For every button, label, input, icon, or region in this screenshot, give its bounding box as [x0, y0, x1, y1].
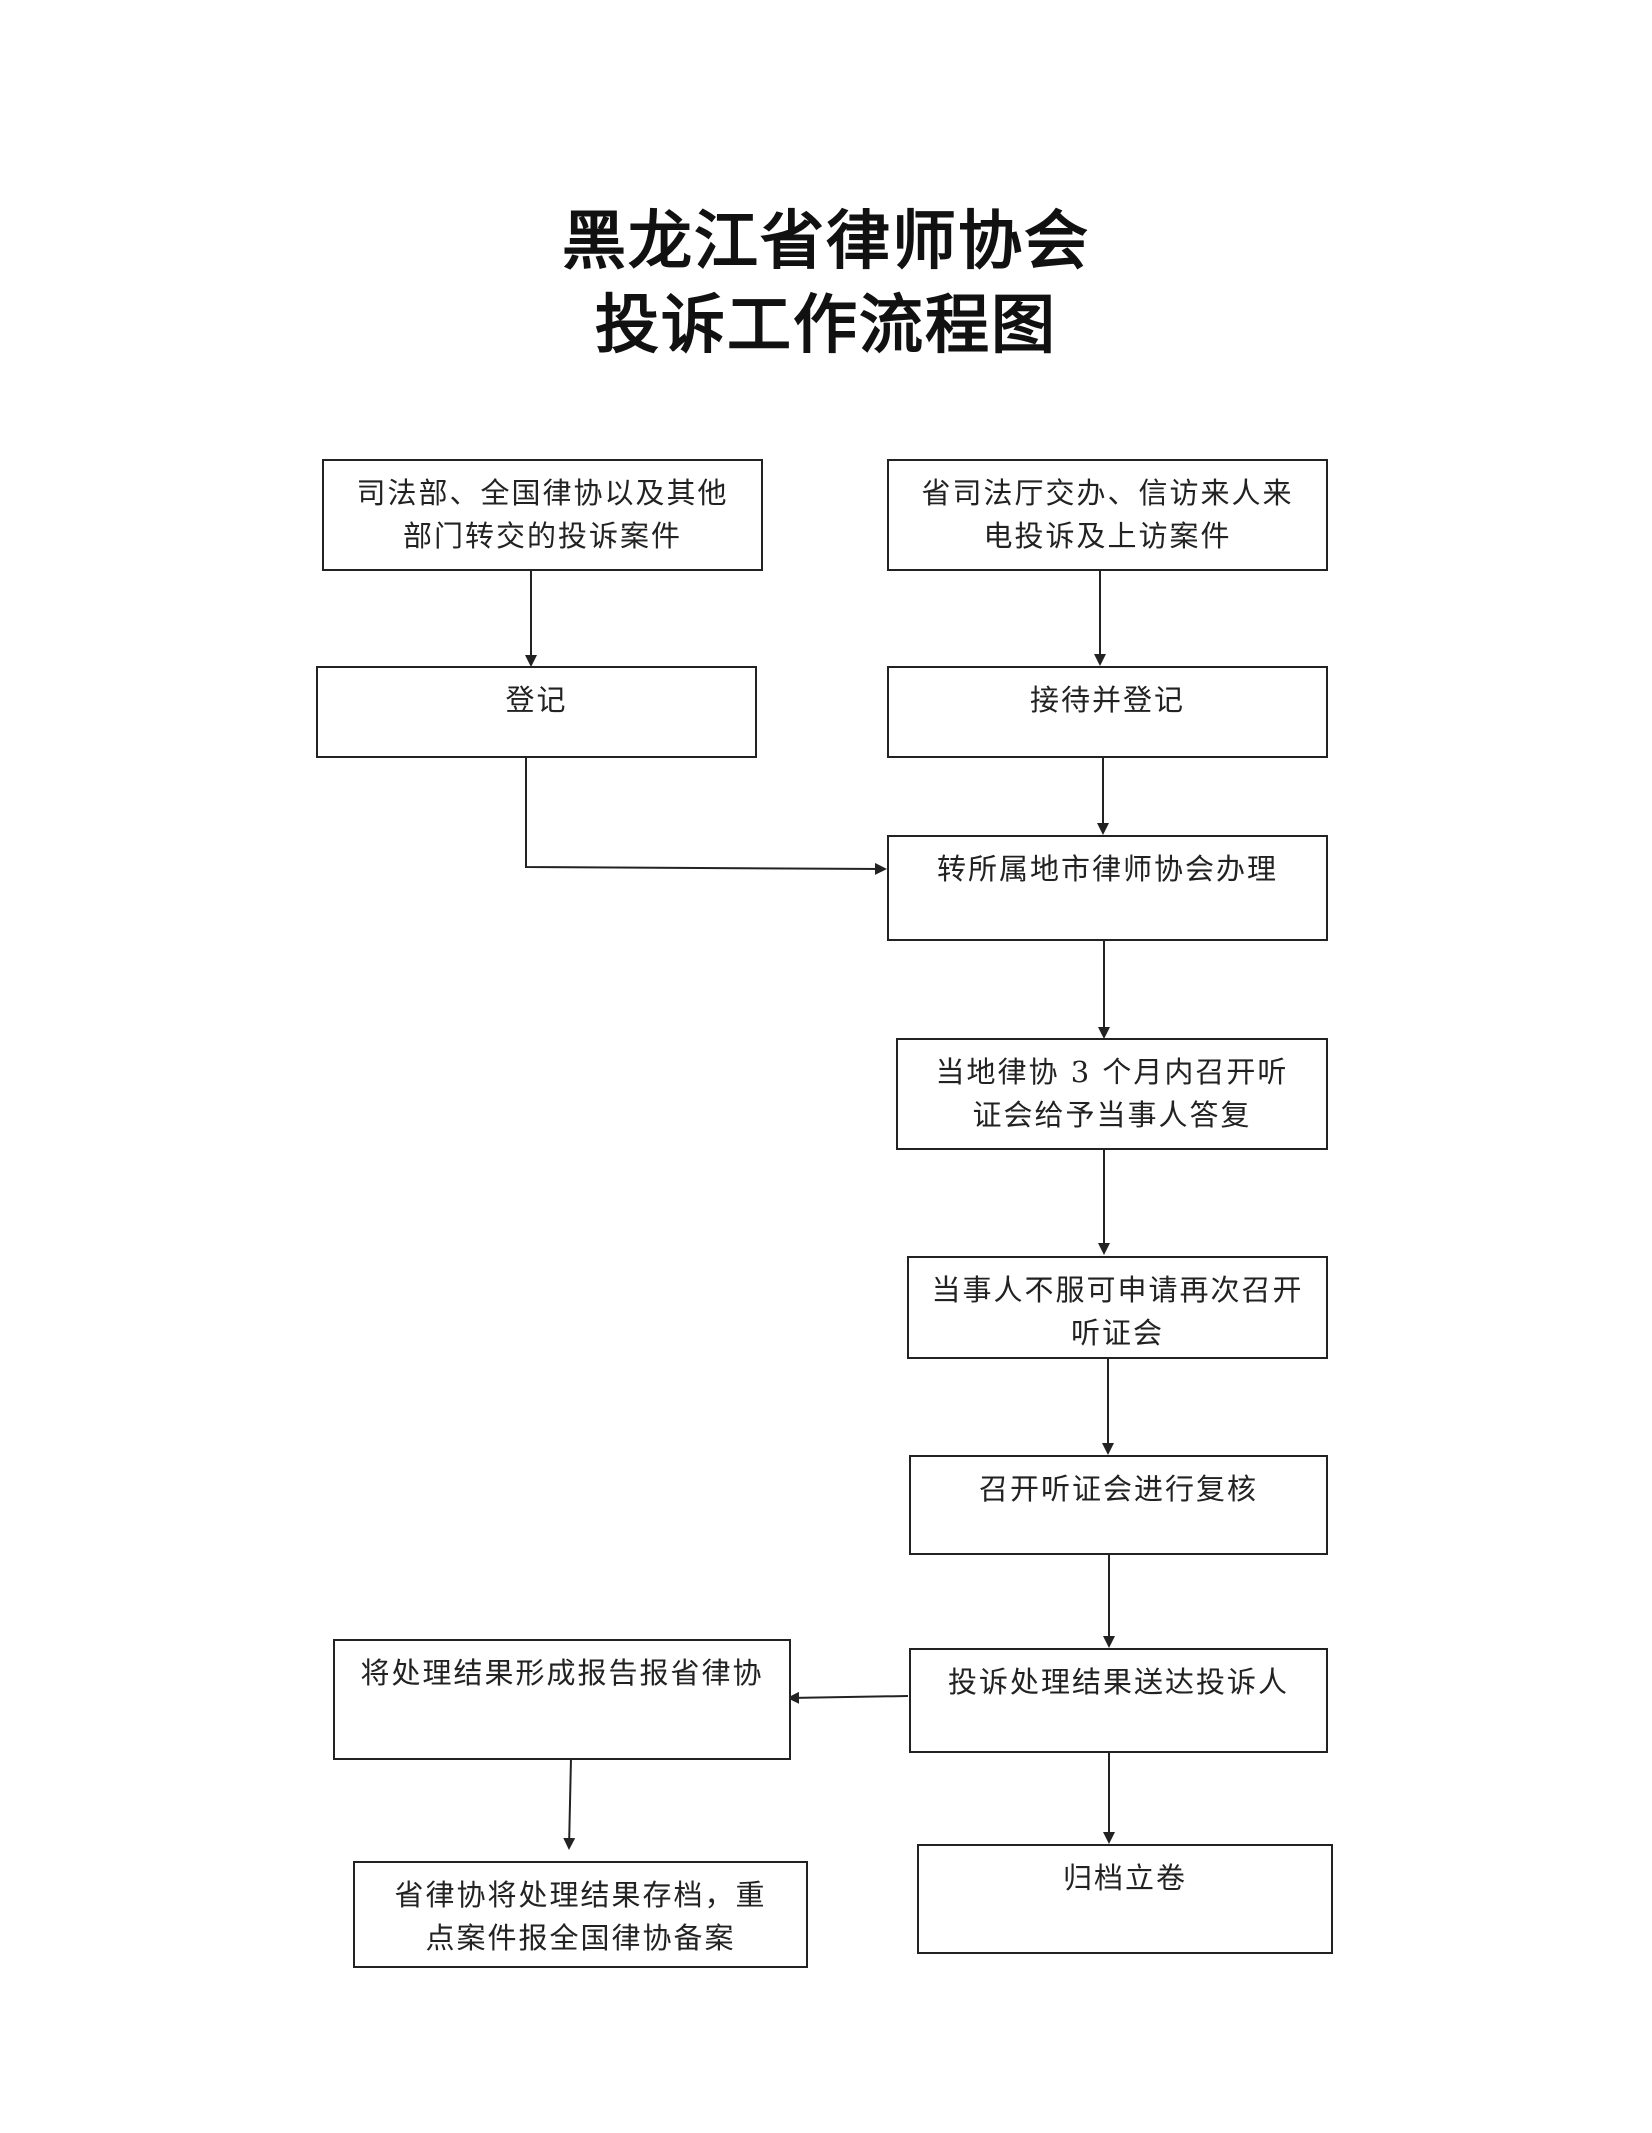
node-receive-register-text: 接待并登记 [1029, 683, 1185, 717]
node-hearing-text: 当地律协 3 个月内召开听证会给予当事人答复 [935, 1055, 1289, 1132]
arrow-deliver-to-report [787, 1691, 909, 1704]
node-review-text: 召开听证会进行复核 [978, 1472, 1258, 1506]
node-report: 将处理结果形成报告报省律协 [333, 1639, 791, 1760]
node-hearing: 当地律协 3 个月内召开听证会给予当事人答复 [896, 1038, 1328, 1150]
node-file: 归档立卷 [917, 1844, 1333, 1954]
arrow-report-to-archive-record [563, 1757, 576, 1850]
arrow-register-to-transfer [525, 757, 887, 875]
node-appeal-text: 当事人不服可申请再次召开听证会 [931, 1273, 1304, 1350]
node-receive-register: 接待并登记 [887, 666, 1328, 758]
node-source-left: 司法部、全国律协以及其他部门转交的投诉案件 [322, 459, 763, 571]
node-deliver-text: 投诉处理结果送达投诉人 [947, 1665, 1289, 1699]
title-line-2: 投诉工作流程图 [595, 289, 1057, 363]
node-source-left-text: 司法部、全国律协以及其他部门转交的投诉案件 [356, 476, 729, 553]
node-deliver: 投诉处理结果送达投诉人 [909, 1648, 1328, 1753]
node-register: 登记 [316, 666, 757, 758]
node-transfer-city-text: 转所属地市律师协会办理 [936, 852, 1278, 886]
node-report-text: 将处理结果形成报告报省律协 [360, 1656, 764, 1690]
title-line-1: 黑龙江省律师协会 [562, 205, 1090, 279]
node-review: 召开听证会进行复核 [909, 1455, 1328, 1555]
node-transfer-city: 转所属地市律师协会办理 [887, 835, 1328, 941]
node-register-text: 登记 [505, 683, 568, 717]
node-archive-record-text: 省律协将处理结果存档，重点案件报全国律协备案 [394, 1878, 767, 1955]
node-appeal: 当事人不服可申请再次召开听证会 [907, 1256, 1328, 1359]
node-source-right: 省司法厅交办、信访来人来电投诉及上访案件 [887, 459, 1328, 571]
node-file-text: 归档立卷 [1062, 1861, 1187, 1895]
node-archive-record: 省律协将处理结果存档，重点案件报全国律协备案 [353, 1861, 808, 1968]
diagram-title: 黑龙江省律师协会 投诉工作流程图 [0, 200, 1652, 368]
node-source-right-text: 省司法厅交办、信访来人来电投诉及上访案件 [921, 476, 1294, 553]
